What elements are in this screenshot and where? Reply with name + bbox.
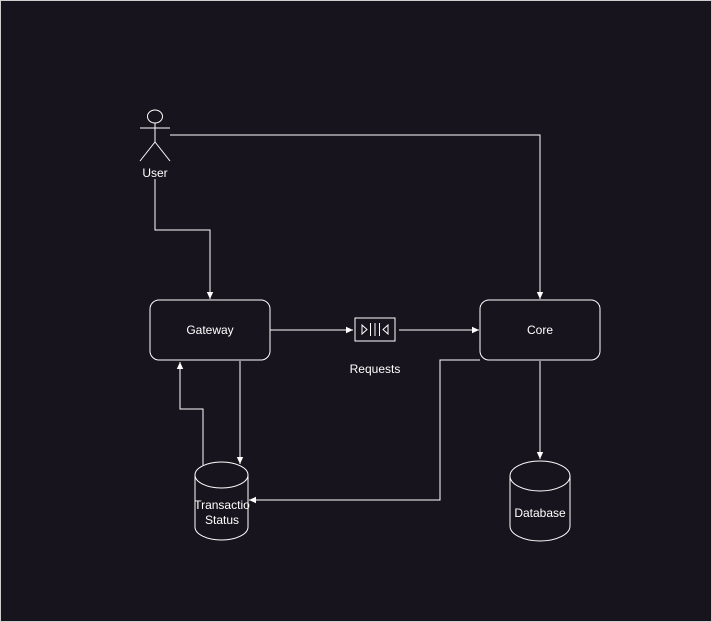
edge-user-gateway[interactable] (154, 179, 214, 299)
edge-user-core[interactable] (170, 134, 544, 299)
edge-core-transaction-status[interactable] (249, 359, 480, 504)
gateway-node[interactable]: Gateway (149, 299, 271, 361)
transaction-status-node[interactable]: Transactio Status (194, 461, 250, 541)
database-label: Database (514, 506, 566, 520)
transaction-status-label-line1: Transactio (194, 498, 250, 512)
user-label: User (142, 166, 167, 180)
transaction-status-label-line2: Status (205, 513, 239, 527)
requests-queue-node[interactable]: Requests (350, 317, 401, 376)
queue-icon (354, 317, 396, 342)
gateway-label: Gateway (186, 323, 233, 337)
edges (154, 134, 544, 504)
core-label: Core (527, 323, 553, 337)
database-node[interactable]: Database (509, 460, 571, 542)
edge-transaction-status-gateway[interactable] (176, 362, 204, 465)
cylinder-shape (194, 461, 249, 541)
user-actor[interactable]: User (139, 109, 171, 180)
requests-label: Requests (350, 362, 401, 376)
core-node[interactable]: Core (479, 299, 601, 361)
actor-icon (139, 109, 171, 162)
cylinder-shape (509, 460, 571, 542)
